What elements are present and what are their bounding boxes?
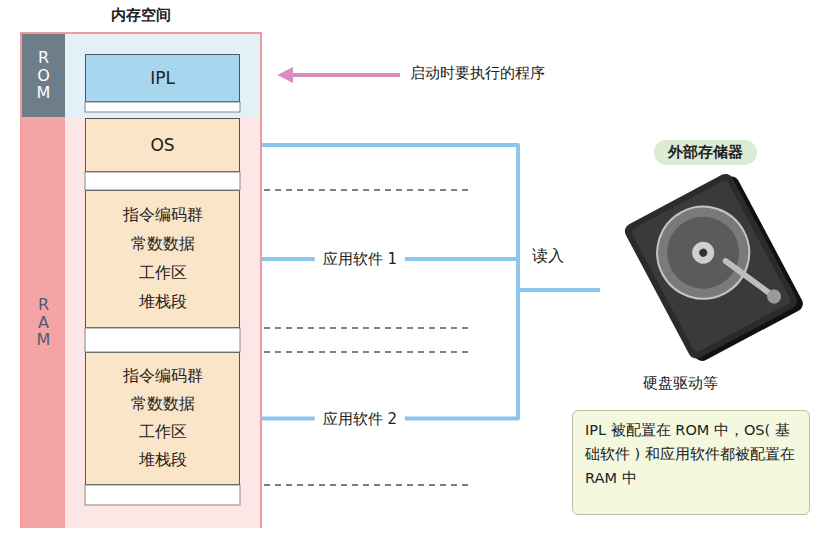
annotation-label: 启动时要执行的程序: [410, 64, 545, 83]
segment-label: 工作区: [139, 263, 187, 284]
storage-heading: 外部存储器: [654, 140, 757, 165]
os-label: OS: [150, 135, 174, 155]
region-label-holder: RAM: [22, 117, 65, 528]
storage-device: 外部存储器硬盘驱动等: [600, 140, 810, 395]
annotation-label: 读入: [532, 246, 564, 267]
region-label-holder: ROM: [22, 34, 65, 117]
edge-label: 应用软件 1: [315, 248, 405, 271]
app-box: 指令编码群常数数据工作区堆栈段: [85, 190, 240, 328]
ipl-box: IPL: [85, 54, 240, 102]
hard-disk-drawing: [622, 169, 806, 365]
memory-space: 内存空间ROMIPLRAMOS指令编码群常数数据工作区堆栈段指令编码群常数数据工…: [20, 32, 262, 528]
segment-label: 常数数据: [131, 234, 195, 255]
segment-label: 堆栈段: [139, 292, 187, 313]
segment-label: 指令编码群: [123, 366, 203, 387]
dashed-guides: [242, 190, 470, 485]
device-caption: 硬盘驱动等: [600, 374, 760, 393]
segment-label: 常数数据: [131, 394, 195, 415]
region-label: RAM: [36, 296, 52, 349]
segment-label: 指令编码群: [123, 205, 203, 226]
ipl-label: IPL: [150, 68, 175, 88]
segment-label: 工作区: [139, 422, 187, 443]
app-box: 指令编码群常数数据工作区堆栈段: [85, 352, 240, 485]
edge-label: 应用软件 2: [315, 407, 405, 430]
note-text: IPL 被配置在 ROM 中，OS( 基础软件 ) 和应用软件都被配置在 RAM…: [585, 419, 797, 491]
read-in-arrow: [250, 290, 600, 419]
region-label: ROM: [36, 49, 52, 102]
note-box: IPL 被配置在 ROM 中，OS( 基础软件 ) 和应用软件都被配置在 RAM…: [572, 410, 810, 515]
segment-label: 堆栈段: [139, 450, 187, 471]
read-in-arrow: [250, 145, 600, 290]
os-box: OS: [85, 118, 240, 172]
boot-arrow: [290, 73, 400, 77]
memory-heading: 内存空间: [22, 6, 260, 25]
rom-region: ROM IPL: [22, 34, 260, 117]
ram-region: RAMOS指令编码群常数数据工作区堆栈段指令编码群常数数据工作区堆栈段: [22, 117, 260, 528]
